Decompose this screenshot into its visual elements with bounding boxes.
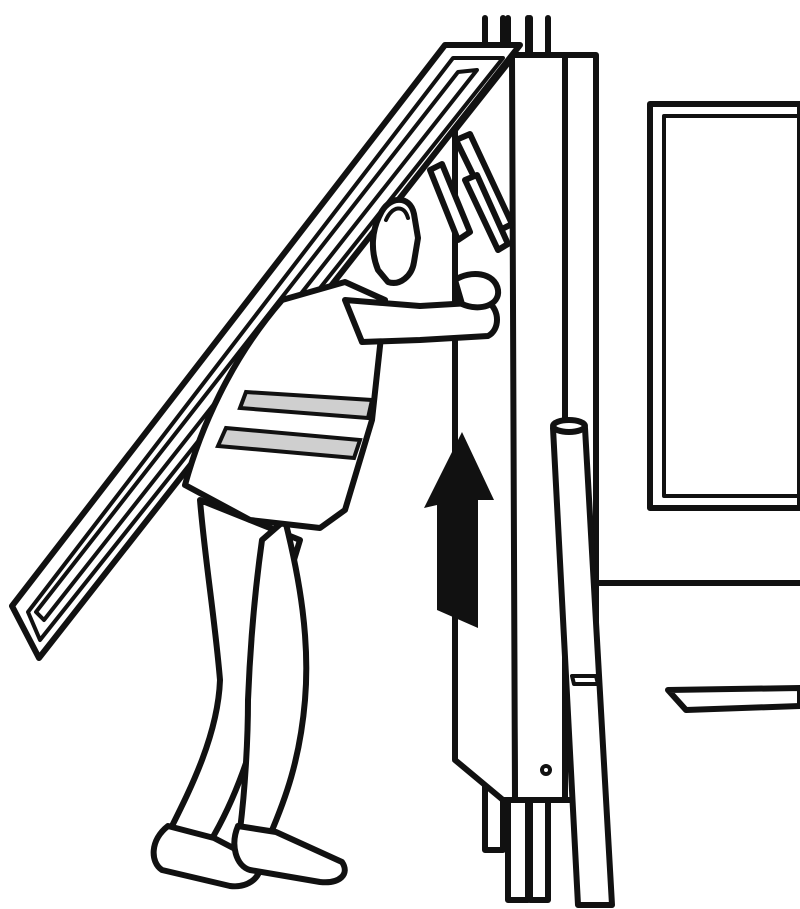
- window-frame: [650, 104, 800, 508]
- pipe-top: [553, 420, 585, 432]
- person-hand: [455, 274, 498, 307]
- person-head: [373, 200, 418, 283]
- shelf-board: [668, 688, 800, 710]
